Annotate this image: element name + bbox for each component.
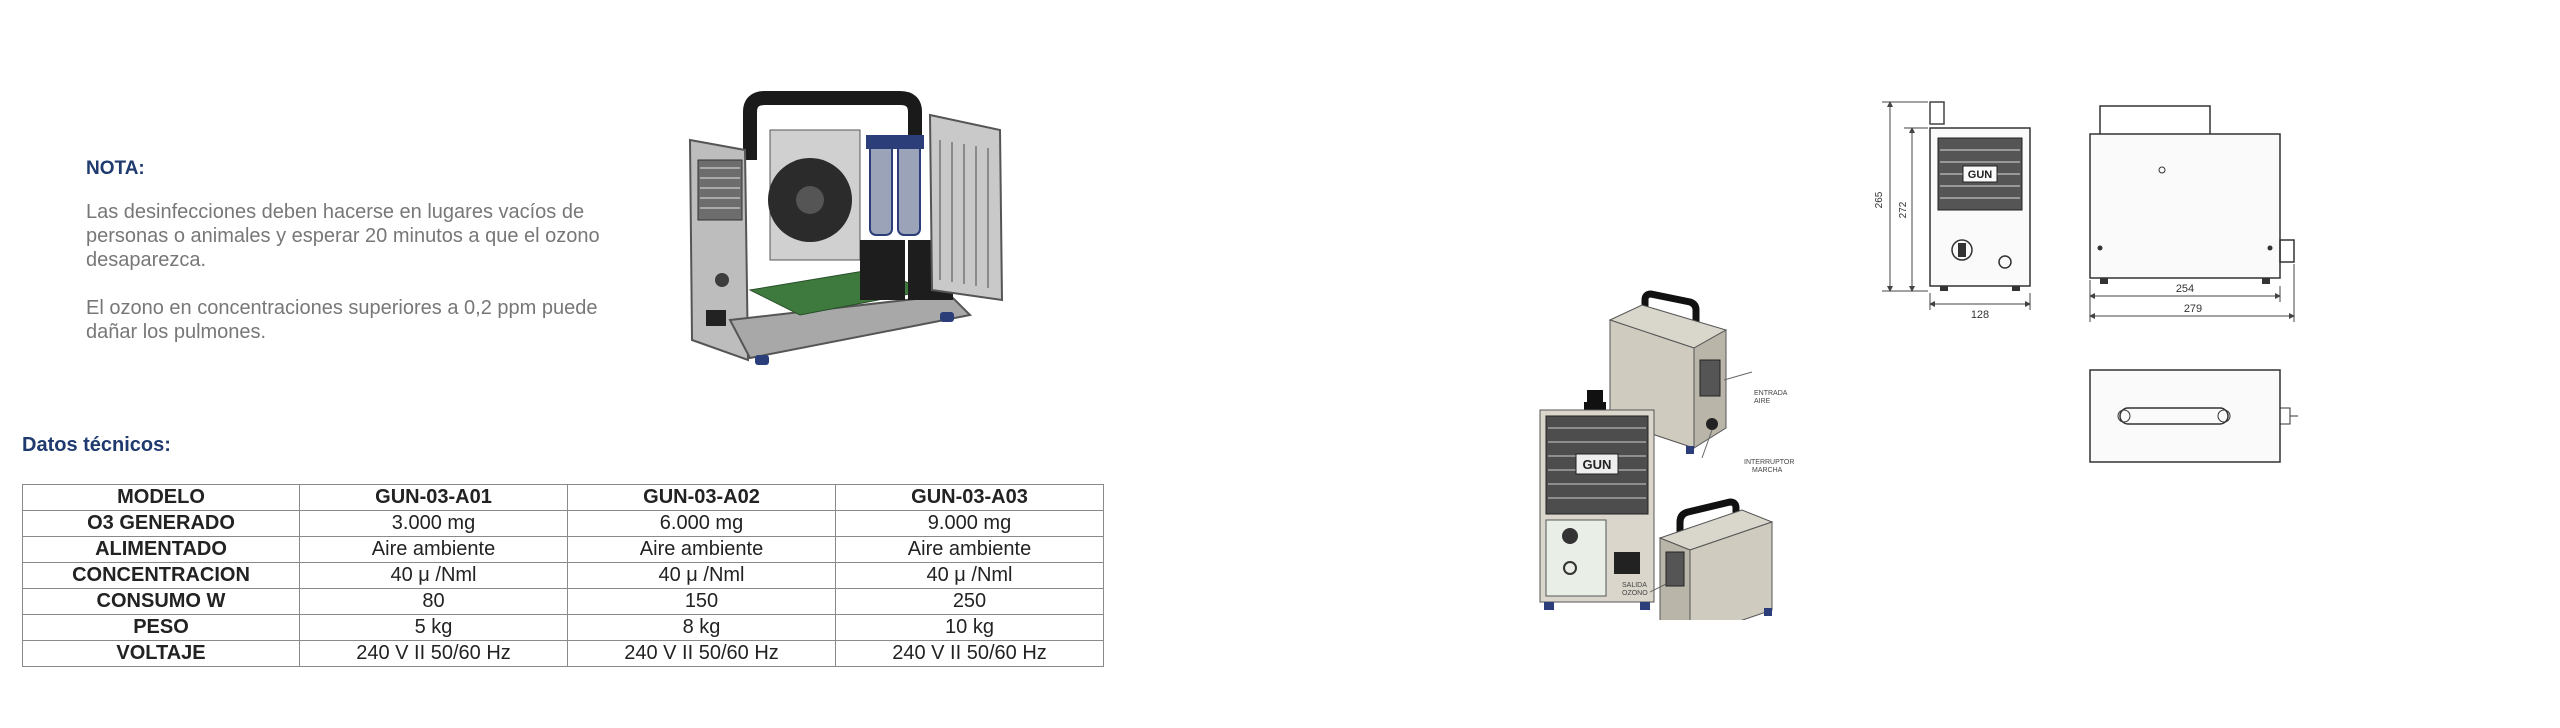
table-cell: 6.000 mg — [567, 510, 836, 537]
nota-paragraph-2: El ozono en concentraciones superiores a… — [86, 296, 646, 344]
header-cell: GUN-03-A03 — [835, 484, 1104, 511]
table-cell: Aire ambiente — [567, 536, 836, 563]
table-cell: Aire ambiente — [835, 536, 1104, 563]
table-cell: 3.000 mg — [299, 510, 568, 537]
top-view-drawing — [2089, 369, 2298, 463]
table-row: CONSUMO W 80 150 250 — [22, 588, 1104, 615]
label-line: MARCHA — [1752, 467, 1783, 474]
table-cell: 40 μ /Nml — [835, 562, 1104, 589]
side-view-drawing: 254 279 — [2089, 105, 2295, 322]
nota-line: dañar los pulmones. — [86, 321, 267, 343]
table-cell: 240 V II 50/60 Hz — [299, 640, 568, 667]
row-label: PESO — [22, 614, 300, 641]
table-cell: 9.000 mg — [835, 510, 1104, 537]
label-line: SALIDA — [1622, 582, 1647, 589]
table-row: PESO 5 kg 8 kg 10 kg — [22, 614, 1104, 641]
table-cell: 150 — [567, 588, 836, 615]
table-cell: 10 kg — [835, 614, 1104, 641]
table-cell: 250 — [835, 588, 1104, 615]
nota-line: El ozono en concentraciones superiores a… — [86, 297, 598, 319]
ozone-generator-cutaway-image — [688, 91, 1004, 365]
header-cell: GUN-03-A01 — [299, 484, 568, 511]
table-cell: 40 μ /Nml — [567, 562, 836, 589]
table-row: VOLTAJE 240 V II 50/60 Hz 240 V II 50/60… — [22, 640, 1104, 667]
brand-label: GUN — [1968, 169, 1993, 181]
nota-line: personas o animales y esperar 20 minutos… — [86, 225, 600, 247]
dim-front-width: 128 — [1971, 309, 1989, 321]
label-line: ENTRADA — [1754, 390, 1788, 397]
header-cell: MODELO — [22, 484, 300, 511]
dim-side-total: 279 — [2184, 303, 2202, 315]
nota-title: NOTA: — [86, 158, 145, 179]
table-cell: 40 μ /Nml — [299, 562, 568, 589]
nota-line: Las desinfecciones deben hacerse en luga… — [86, 201, 585, 223]
row-label: CONSUMO W — [22, 588, 300, 615]
table-cell: Aire ambiente — [299, 536, 568, 563]
row-label: ALIMENTADO — [22, 536, 300, 563]
technical-drawings: GUN 265 272 128 254 279 — [1539, 101, 2298, 620]
row-label: VOLTAJE — [22, 640, 300, 667]
datos-tecnicos-title: Datos técnicos: — [22, 434, 171, 456]
header-cell: GUN-03-A02 — [567, 484, 836, 511]
label-line: INTERRUPTOR — [1744, 459, 1794, 466]
table-cell: 240 V II 50/60 Hz — [567, 640, 836, 667]
dim-height-total: 265 — [1874, 191, 1885, 208]
table-cell: 240 V II 50/60 Hz — [835, 640, 1104, 667]
nota-line: desaparezca. — [86, 249, 207, 271]
table-row: CONCENTRACION 40 μ /Nml 40 μ /Nml 40 μ /… — [22, 562, 1104, 589]
table-cell: 8 kg — [567, 614, 836, 641]
table-row: ALIMENTADO Aire ambiente Aire ambiente A… — [22, 536, 1104, 563]
label-line: OZONO — [1622, 590, 1648, 597]
row-label: CONCENTRACION — [22, 562, 300, 589]
table-row: O3 GENERADO 3.000 mg 6.000 mg 9.000 mg — [22, 510, 1104, 537]
spec-table: MODELO GUN-03-A01 GUN-03-A02 GUN-03-A03 … — [22, 484, 1104, 667]
row-label: O3 GENERADO — [22, 510, 300, 537]
iso-view-front: GUN — [1539, 390, 1655, 610]
label-line: AIRE — [1754, 398, 1771, 405]
table-cell: 80 — [299, 588, 568, 615]
table-cell: 5 kg — [299, 614, 568, 641]
nota-paragraph-1: Las desinfecciones deben hacerse en luga… — [86, 200, 646, 272]
dim-side-width: 254 — [2176, 283, 2194, 295]
table-header-row: MODELO GUN-03-A01 GUN-03-A02 GUN-03-A03 — [22, 484, 1104, 511]
brand-label: GUN — [1583, 457, 1612, 472]
dim-height-body: 272 — [1898, 201, 1909, 218]
front-view-drawing: GUN 265 272 128 — [1874, 101, 2031, 321]
